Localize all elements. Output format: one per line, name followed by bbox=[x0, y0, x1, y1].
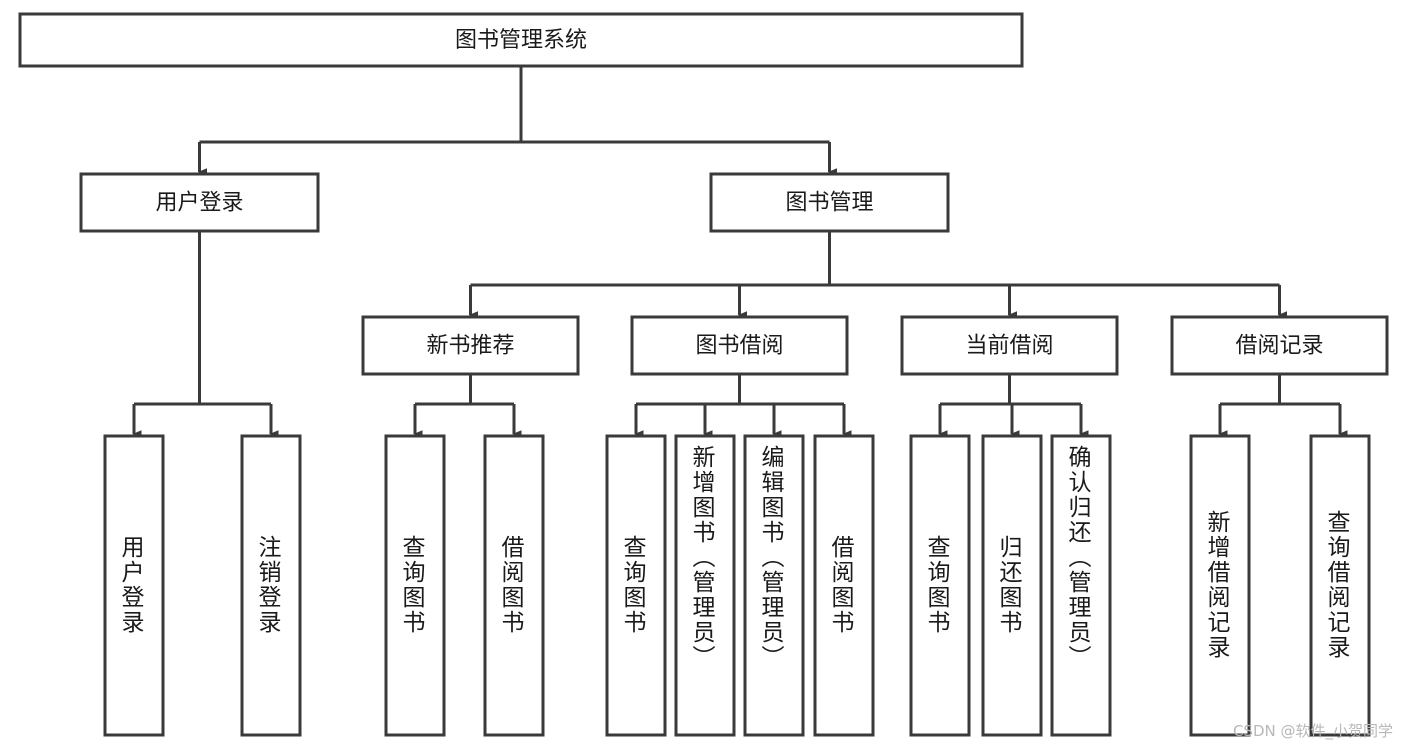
node-leaf-user-login[interactable]: 用户登录 bbox=[103, 434, 165, 737]
node-box bbox=[361, 315, 580, 376]
node-box bbox=[1309, 434, 1371, 737]
node-label-vertical: 归还图书 bbox=[1000, 535, 1025, 636]
node-user-login[interactable]: 用户登录 bbox=[79, 172, 320, 233]
node-new-book-recommend[interactable]: 新书推荐 bbox=[361, 315, 580, 376]
node-box bbox=[1170, 315, 1389, 376]
node-box bbox=[1189, 434, 1251, 737]
node-box bbox=[605, 434, 667, 737]
node-label: 借阅记录 bbox=[1235, 334, 1323, 359]
node-box bbox=[743, 434, 805, 737]
node-book-management[interactable]: 图书管理 bbox=[709, 172, 950, 233]
node-box bbox=[981, 434, 1043, 737]
node-label-vertical: 借阅图书 bbox=[832, 535, 857, 636]
node-label-vertical: 编辑图书︵管理员︶ bbox=[762, 445, 787, 671]
node-label-vertical: 注销登录 bbox=[259, 535, 284, 636]
node-book-borrow[interactable]: 图书借阅 bbox=[630, 315, 849, 376]
node-label: 图书借阅 bbox=[695, 334, 783, 359]
node-leaf-edit-book[interactable]: 编辑图书︵管理员︶ bbox=[743, 434, 805, 737]
node-leaf-return-book[interactable]: 归还图书 bbox=[981, 434, 1043, 737]
node-leaf-query-record[interactable]: 查询借阅记录 bbox=[1309, 434, 1371, 737]
node-leaf-add-record[interactable]: 新增借阅记录 bbox=[1189, 434, 1251, 737]
node-label-vertical: 确认归还︵管理员︶ bbox=[1069, 445, 1094, 671]
node-box bbox=[103, 434, 165, 737]
node-borrow-records[interactable]: 借阅记录 bbox=[1170, 315, 1389, 376]
node-box bbox=[384, 434, 446, 737]
node-leaf-query-book-2[interactable]: 查询图书 bbox=[605, 434, 667, 737]
node-leaf-borrow-book-2[interactable]: 借阅图书 bbox=[813, 434, 875, 737]
node-label-vertical: 查询借阅记录 bbox=[1328, 510, 1353, 661]
node-layer: 图书管理系统用户登录用户登录注销登录图书管理新书推荐查询图书借阅图书图书借阅查询… bbox=[18, 12, 1389, 737]
node-label-vertical: 新增借阅记录 bbox=[1208, 510, 1233, 661]
node-leaf-query-book-1[interactable]: 查询图书 bbox=[384, 434, 446, 737]
node-label: 图书管理 bbox=[785, 191, 873, 216]
node-box bbox=[900, 315, 1119, 376]
node-label: 图书管理系统 bbox=[455, 28, 587, 53]
node-leaf-query-book-3[interactable]: 查询图书 bbox=[909, 434, 971, 737]
node-label-vertical: 查询图书 bbox=[624, 535, 649, 636]
node-box bbox=[909, 434, 971, 737]
node-box bbox=[813, 434, 875, 737]
node-label: 新书推荐 bbox=[426, 334, 514, 359]
node-label: 用户登录 bbox=[155, 191, 243, 216]
node-current-borrow[interactable]: 当前借阅 bbox=[900, 315, 1119, 376]
node-label-vertical: 借阅图书 bbox=[502, 535, 527, 636]
node-leaf-user-logout[interactable]: 注销登录 bbox=[240, 434, 302, 737]
node-box bbox=[483, 434, 545, 737]
node-label-vertical: 查询图书 bbox=[403, 535, 428, 636]
node-leaf-add-book[interactable]: 新增图书︵管理员︶ bbox=[674, 434, 736, 737]
node-box bbox=[1050, 434, 1112, 737]
node-label-vertical: 查询图书 bbox=[928, 535, 953, 636]
node-label-vertical: 用户登录 bbox=[122, 535, 147, 636]
node-root[interactable]: 图书管理系统 bbox=[18, 12, 1024, 68]
node-box bbox=[79, 172, 320, 233]
node-box bbox=[630, 315, 849, 376]
node-box bbox=[709, 172, 950, 233]
node-box bbox=[18, 12, 1024, 68]
node-leaf-borrow-book-1[interactable]: 借阅图书 bbox=[483, 434, 545, 737]
node-leaf-confirm-return[interactable]: 确认归还︵管理员︶ bbox=[1050, 434, 1112, 737]
node-label-vertical: 新增图书︵管理员︶ bbox=[693, 445, 718, 671]
node-label: 当前借阅 bbox=[965, 334, 1053, 359]
connector-layer bbox=[132, 66, 1348, 438]
node-box bbox=[240, 434, 302, 737]
node-box bbox=[674, 434, 736, 737]
